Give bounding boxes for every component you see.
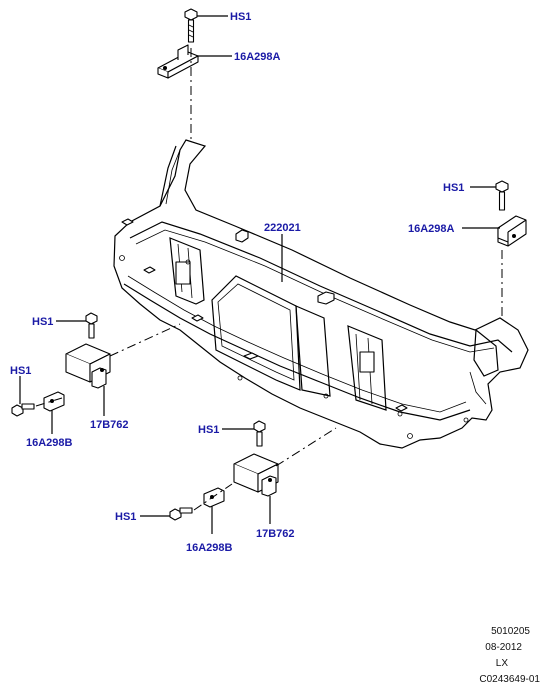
label-hs1-top: HS1 xyxy=(230,11,251,23)
footer-image-ref: C0243649-01 xyxy=(479,674,540,685)
left-support-17b762 xyxy=(65,343,111,389)
label-17b762-left: 17B762 xyxy=(90,419,129,431)
label-hs1-right: HS1 xyxy=(443,182,464,194)
label-hs1-center-lower: HS1 xyxy=(115,511,136,523)
top-bolt-hs1 xyxy=(184,8,198,43)
label-17b762-center: 17B762 xyxy=(256,528,295,540)
center-bracket-16a298b xyxy=(203,487,225,508)
label-hs1-left-upper: HS1 xyxy=(32,316,53,328)
label-hs1-left-lower: HS1 xyxy=(10,365,31,377)
right-bolt-hs1 xyxy=(495,180,509,211)
label-16a298a-top: 16A298A xyxy=(234,51,281,63)
footer-date: 08-2012 xyxy=(485,642,522,653)
radiator-support-panel-222021 xyxy=(113,139,529,449)
label-222021-panel: 222021 xyxy=(264,222,301,234)
center-support-17b762 xyxy=(233,453,279,497)
footer-code: 5010205 xyxy=(491,626,530,637)
label-16a298a-right: 16A298A xyxy=(408,223,455,235)
center-upper-bolt-hs1 xyxy=(253,420,266,447)
left-lower-bolt-hs1 xyxy=(11,403,35,417)
footer-model: LX xyxy=(495,658,508,669)
label-hs1-center-upper: HS1 xyxy=(198,424,219,436)
label-16a298b-center: 16A298B xyxy=(186,542,233,554)
left-upper-bolt-hs1 xyxy=(85,312,98,339)
right-bracket-16a298a xyxy=(497,215,527,247)
top-bracket-16a298a xyxy=(157,44,199,79)
label-16a298b-left: 16A298B xyxy=(26,437,73,449)
center-lower-bolt-hs1 xyxy=(169,507,193,521)
left-bracket-16a298b xyxy=(43,391,65,412)
